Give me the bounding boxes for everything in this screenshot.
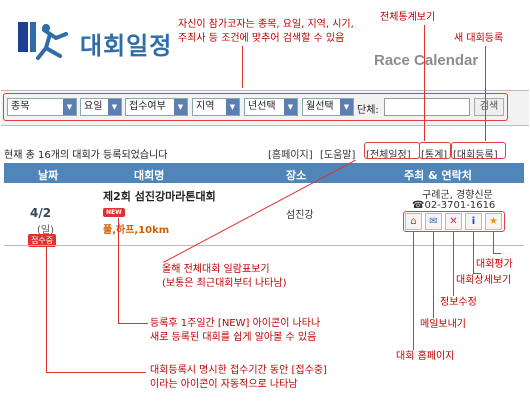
connector-line (493, 253, 501, 254)
connector-line (453, 232, 454, 296)
connector-line (242, 46, 243, 88)
page-subtitle: Race Calendar (374, 52, 479, 69)
race-day: (일) (37, 225, 55, 236)
chevron-down-icon: ▼ (284, 99, 297, 115)
note-detail: 대회상세보기 (456, 275, 512, 286)
race-course: 풀,하프,10km (103, 225, 170, 236)
highlight-box (364, 142, 420, 159)
tools-icon[interactable]: ✕ (445, 213, 462, 230)
note-all-races-1: 올해 전체대회 일람표보기 (162, 264, 270, 275)
race-phone: ☎02-3701-1616 (412, 200, 496, 211)
connector-line (46, 372, 146, 373)
race-date: 4/2 (30, 206, 52, 220)
new-badge: NEW (103, 208, 125, 217)
mail-icon[interactable]: ✉ (425, 213, 442, 230)
day-select[interactable]: 요일▼ (80, 98, 122, 116)
note-stats-view: 전체통계보기 (380, 12, 436, 23)
accept-select[interactable]: 접수여부▼ (125, 98, 188, 116)
search-button[interactable]: 검색 (474, 98, 504, 116)
col-organizer: 주최 & 연락처 (404, 169, 472, 182)
note-new-icon-2: 새로 등록된 대회를 쉽게 알아볼 수 있음 (150, 332, 317, 343)
note-new-register: 새 대회등록 (454, 33, 504, 44)
note-search-hint-2: 주최사 등 조건에 맞추어 검색할 수 있음 (178, 33, 345, 44)
star-icon[interactable]: ★ (485, 213, 502, 230)
note-rating: 대회평가 (476, 259, 513, 270)
keyword-input[interactable] (384, 98, 470, 116)
note-search-hint-1: 자신이 참가코자는 종목, 요일, 지역, 시기, (178, 19, 354, 30)
homepage-link[interactable]: [홈페이지] (268, 150, 313, 161)
note-accepting-1: 대회등록시 명시한 접수기간 동안 [접수중] (150, 365, 327, 376)
note-accepting-2: 이라는 아이콘이 자동적으로 나타남 (150, 379, 298, 390)
row-divider (4, 245, 524, 246)
month-select[interactable]: 월선택▼ (302, 98, 354, 116)
col-date: 날짜 (38, 169, 59, 182)
stats-link[interactable]: [통계] (421, 150, 448, 161)
race-place: 섬진강 (286, 210, 314, 221)
chevron-down-icon: ▼ (226, 99, 239, 115)
event-select[interactable]: 종목▼ (7, 98, 77, 116)
highlight-box (419, 142, 451, 159)
page-title: 대회일정 (80, 32, 173, 60)
connector-line (473, 232, 474, 274)
chevron-down-icon: ▼ (108, 99, 121, 115)
col-place: 장소 (286, 169, 307, 182)
year-select[interactable]: 년선택▼ (244, 98, 298, 116)
connector-line (493, 232, 494, 254)
note-edit: 정보수정 (440, 297, 477, 308)
table-header: 날짜 대회명 장소 주최 & 연락처 (4, 163, 524, 183)
home-icon[interactable]: ⌂ (405, 213, 422, 230)
all-schedule-link[interactable]: [전체일정] (366, 150, 411, 161)
connector-line (485, 46, 486, 141)
info-icon[interactable]: i (465, 213, 482, 230)
race-organizer: 구례군, 경향신문 (422, 190, 493, 201)
keyword-label: 단체: (357, 105, 379, 116)
chevron-down-icon: ▼ (63, 99, 76, 115)
connector-line (118, 218, 119, 324)
icon-highlight-box (403, 211, 505, 232)
note-homepage: 대회 홈페이지 (396, 351, 455, 362)
note-all-races-2: (보통은 최근대회부터 나타남) (162, 278, 287, 289)
chevron-down-icon: ▼ (340, 99, 353, 115)
highlight-box (451, 142, 506, 159)
connector-line (473, 273, 481, 274)
search-highlight-box (3, 93, 508, 121)
region-select[interactable]: 지역▼ (192, 98, 240, 116)
connector-line (46, 246, 47, 373)
race-name-link[interactable]: 제2회 섬진강마라톤대회 NEW (103, 190, 216, 217)
runner-logo-icon (18, 22, 68, 60)
note-mail: 메일보내기 (420, 319, 466, 330)
chevron-down-icon: ▼ (174, 99, 187, 115)
note-new-icon-1: 등록후 1주일간 [NEW] 아이콘이 나타나 (150, 318, 321, 329)
col-name: 대회명 (134, 169, 165, 182)
help-link[interactable]: [도움말] (320, 150, 356, 161)
connector-line (413, 232, 414, 350)
register-link[interactable]: [대회등록] (453, 150, 498, 161)
connector-line (433, 232, 434, 318)
race-count-text: 현재 총 16개의 대회가 등록되었습니다 (4, 150, 168, 161)
accepting-badge: 접수중 (28, 234, 57, 247)
connector-line (424, 25, 425, 141)
connector-line (118, 323, 148, 324)
